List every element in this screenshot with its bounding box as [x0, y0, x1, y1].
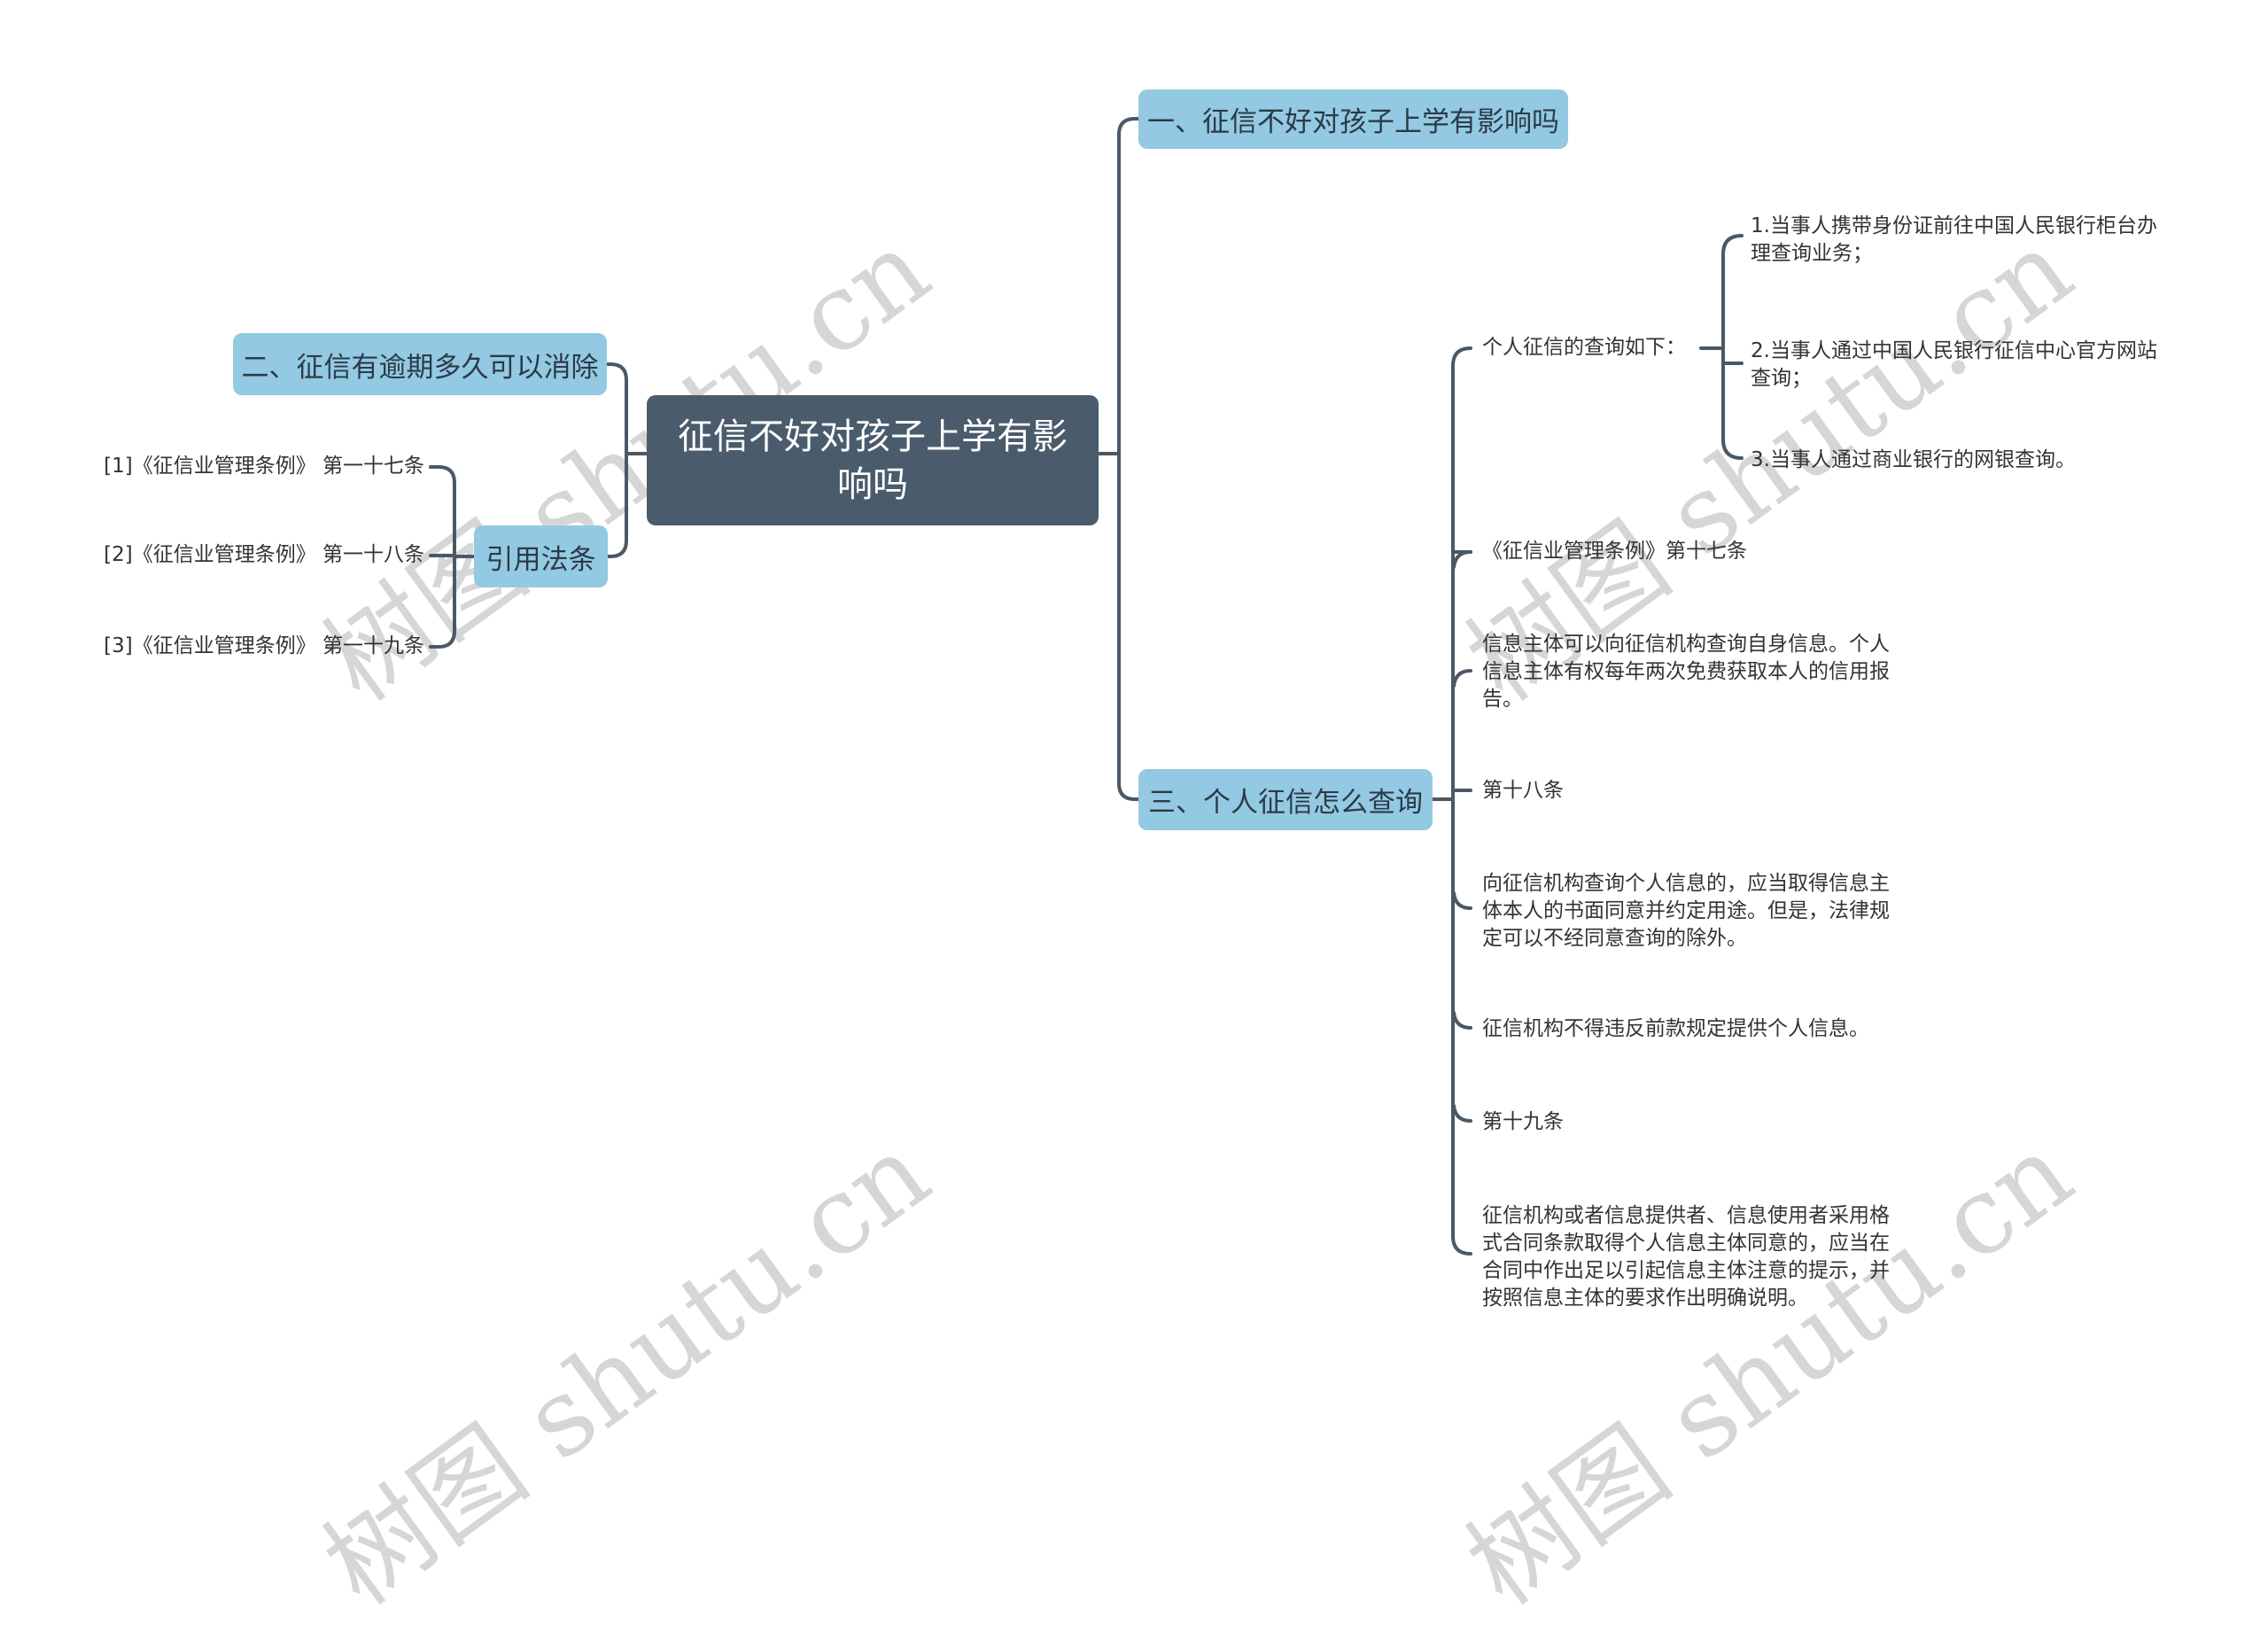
leaf-line: 第十九条 — [1482, 1110, 1564, 1133]
method-line: 1.当事人携带身份证前往中国人民银行柜台办 — [1751, 214, 2157, 237]
topic-label: 一、征信不好对孩子上学有影响吗 — [1147, 106, 1559, 138]
root-title-line1: 征信不好对孩子上学有影 — [678, 416, 1068, 457]
regulation-leaf[interactable]: 第十九条 — [1482, 1108, 1925, 1136]
root-title-line2: 响吗 — [837, 463, 908, 505]
leaf-line: 式合同条款取得个人信息主体同意的，应当在 — [1482, 1232, 1890, 1255]
regulation-leaf[interactable]: 第十八条 — [1482, 777, 1925, 805]
leaf-line: 信息主体可以向征信机构查询自身信息。个人 — [1482, 633, 1890, 656]
citation-item[interactable]: [3]《征信业管理条例》 第一十九条 — [104, 634, 424, 657]
leaf-line: 定可以不经同意查询的除外。 — [1482, 927, 1747, 950]
connector-lines — [429, 117, 1744, 1256]
topic-label: 二、征信有逾期多久可以消除 — [241, 351, 599, 384]
leaf-line: 告。 — [1482, 688, 1523, 711]
topic-label: 引用法条 — [485, 543, 596, 576]
citation-item[interactable]: [2]《征信业管理条例》 第一十八条 — [104, 543, 424, 566]
leaf-line: 第十八条 — [1482, 779, 1564, 802]
query-method[interactable]: 1.当事人携带身份证前往中国人民银行柜台办 理查询业务； — [1751, 213, 2211, 268]
query-method[interactable]: 3.当事人通过商业银行的网银查询。 — [1751, 447, 2211, 474]
leaf-line: 《征信业管理条例》第十七条 — [1482, 540, 1747, 563]
topic-label: 三、个人征信怎么查询 — [1148, 787, 1423, 819]
leaf-line: 体本人的书面同意并约定用途。但是，法律规 — [1482, 899, 1890, 922]
topic-how-to-query[interactable]: 三、个人征信怎么查询 — [1138, 769, 1433, 830]
leaf-line: 按照信息主体的要求作出明确说明。 — [1482, 1287, 1808, 1310]
mind-map-canvas: 树图 shutu.cn 树图 shutu.cn 树图 shutu.cn 树图 s… — [104, 89, 2211, 1629]
leaf-line: 向征信机构查询个人信息的，应当取得信息主 — [1482, 872, 1890, 895]
query-heading[interactable]: 个人征信的查询如下： — [1482, 336, 1686, 359]
method-line: 3.当事人通过商业银行的网银查询。 — [1751, 448, 2076, 471]
leaf-line: 征信机构不得违反前款规定提供个人信息。 — [1482, 1017, 1869, 1040]
regulation-leaf[interactable]: 征信机构不得违反前款规定提供个人信息。 — [1482, 1015, 1925, 1043]
citation-item[interactable]: [1]《征信业管理条例》 第一十七条 — [104, 455, 424, 478]
regulation-leaf[interactable]: 征信机构或者信息提供者、信息使用者采用格 式合同条款取得个人信息主体同意的，应当… — [1482, 1202, 1925, 1312]
method-line: 2.当事人通过中国人民银行征信中心官方网站 — [1751, 339, 2157, 362]
topic-cited-laws[interactable]: 引用法条 — [474, 525, 608, 587]
topic-impact-on-school[interactable]: 一、征信不好对孩子上学有影响吗 — [1138, 89, 1568, 149]
regulation-leaf[interactable]: 向征信机构查询个人信息的，应当取得信息主 体本人的书面同意并约定用途。但是，法律… — [1482, 870, 1925, 953]
root-topic[interactable]: 征信不好对孩子上学有影 响吗 — [647, 395, 1099, 525]
topic-overdue-removal[interactable]: 二、征信有逾期多久可以消除 — [233, 333, 607, 395]
method-line: 理查询业务； — [1751, 242, 1873, 265]
regulation-leaf[interactable]: 信息主体可以向征信机构查询自身信息。个人 信息主体有权每年两次免费获取本人的信用… — [1482, 631, 1925, 713]
query-method[interactable]: 2.当事人通过中国人民银行征信中心官方网站 查询； — [1751, 338, 2211, 393]
regulation-leaf[interactable]: 《征信业管理条例》第十七条 — [1482, 538, 1925, 565]
leaf-line: 征信机构或者信息提供者、信息使用者采用格 — [1482, 1204, 1890, 1227]
leaf-line: 合同中作出足以引起信息主体注意的提示，并 — [1482, 1259, 1890, 1282]
leaf-line: 信息主体有权每年两次免费获取本人的信用报 — [1482, 660, 1890, 683]
method-line: 查询； — [1751, 367, 1812, 390]
